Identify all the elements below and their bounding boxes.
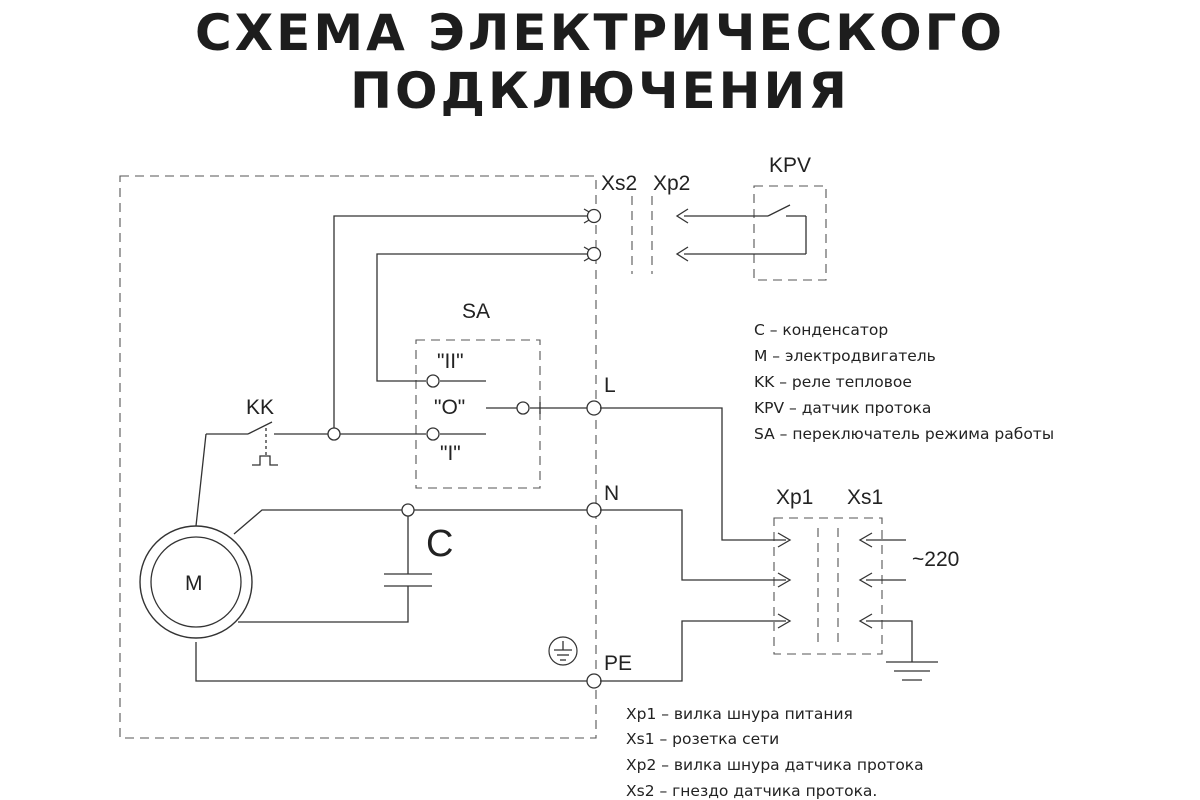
xp1-xs1-enclosure [773,517,883,655]
kpv-sensor [684,204,807,255]
label-c: C [426,523,453,565]
kpv-enclosure [753,185,827,281]
page-title: СХЕМА ЭЛЕКТРИЧЕСКОГО ПОДКЛЮЧЕНИЯ [0,0,1200,120]
label-xs1: Xs1 [847,486,883,509]
legend-item: M – электродвигатель [754,347,936,365]
legend-item: KK – реле тепловое [754,373,912,391]
legend-top: C – конденсатор M – электродвигатель KK … [754,321,1054,443]
title-line-2: ПОДКЛЮЧЕНИЯ [350,62,850,120]
motor [139,525,253,639]
legend-item: C – конденсатор [754,321,888,339]
label-position-o: "O" [434,396,465,419]
label-l: L [604,374,616,397]
label-position-ii: "II" [437,350,464,373]
legend-item: Xp2 – вилка шнура датчика протока [626,756,924,774]
label-kk: KK [246,396,274,419]
legend-bottom: Xp1 – вилка шнура питания Xs1 – розетка … [626,705,924,800]
internal-wiring [195,215,590,682]
label-n: N [604,482,619,505]
title-line-1: СХЕМА ЭЛЕКТРИЧЕСКОГО [194,4,1006,62]
legend-item: Xp1 – вилка шнура питания [626,705,853,723]
label-pe: PE [604,652,632,675]
legend-item: KPV – датчик протока [754,399,931,417]
label-xp1: Xp1 [776,486,813,509]
pump-enclosure [119,175,597,739]
label-xp2: Xp2 [653,172,690,195]
ground-icon [548,636,578,666]
terminals [327,208,602,689]
legend-item: Xs1 – розетка сети [626,730,779,748]
label-kpv: KPV [769,154,811,177]
label-xs2: Xs2 [601,172,637,195]
label-m: M [185,572,203,595]
xp2-xs2-connector [583,196,735,274]
label-position-i: "I" [440,442,461,465]
earth-ground-icon [886,661,938,681]
legend-item: Xs2 – гнездо датчика протока. [626,782,877,800]
legend-item: SA – переключатель режима работы [754,425,1054,443]
label-sa: SA [462,300,490,323]
power-cord-wiring [600,407,913,682]
label-voltage: ~220 [912,548,959,571]
